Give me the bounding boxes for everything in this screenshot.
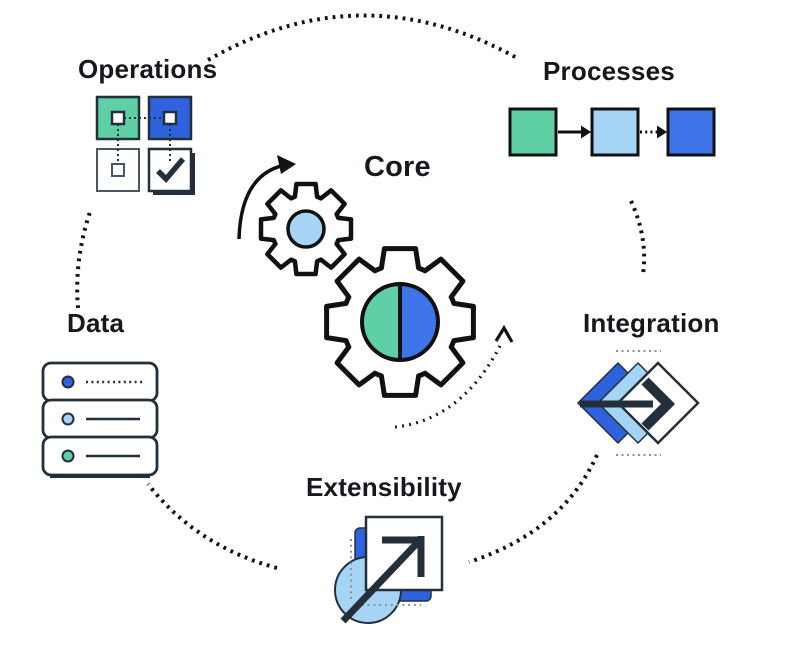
server-tier-1 [41,361,159,403]
dotted-rotation-arrow [394,343,503,429]
server-led-lightblue [61,412,75,426]
process-step-3 [666,107,716,157]
core-gears-icon [237,155,514,429]
arc-data-to-operations [75,211,92,309]
integration-label: Integration [583,308,720,338]
rotation-arrowhead-icon [277,155,296,174]
checkmark-icon [156,157,186,184]
operations-label: Operations [78,54,218,84]
operations-node-1 [110,110,126,126]
cycle-arcs [75,13,647,570]
extensibility-arrow-shaft [340,536,424,624]
process-arrowhead-2-icon [657,125,667,139]
data-icon [41,361,159,478]
extensibility-icon [334,515,444,624]
operations-icon [95,95,195,195]
data-label: Data [67,308,125,338]
integration-icon [576,350,700,456]
arc-processes-to-integration [629,200,647,275]
small-gear-hub [286,209,326,249]
process-step-2 [590,107,640,157]
arc-extensibility-to-data [146,482,278,570]
process-step-1 [508,107,558,157]
processes-label: Processes [543,56,675,86]
processes-icon [508,107,716,157]
integration-diamond-white [616,361,700,445]
core-label: Core [364,151,431,183]
large-gear-hub-right [400,284,438,360]
operations-node-3 [111,163,125,177]
dotted-rotation-arrowhead-icon [494,324,514,343]
extensibility-label: Extensibility [306,472,462,502]
large-gear-hub-left [362,284,400,360]
server-led-blue [61,375,75,389]
arc-operations-to-processes [207,13,518,62]
process-arrowhead-1-icon [581,125,591,139]
operations-node-2 [162,110,178,126]
server-led-green [61,449,75,463]
integration-arrowhead-icon [641,377,676,431]
arc-integration-to-extensibility [468,454,599,564]
